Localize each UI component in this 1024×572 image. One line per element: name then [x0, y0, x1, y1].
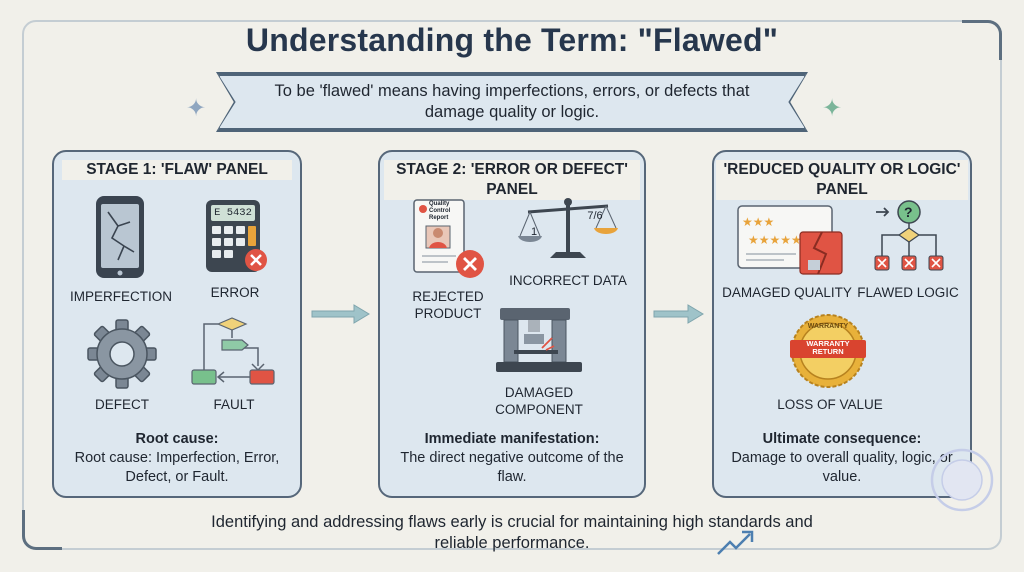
item-loss-of-value: LOSS OF VALUE: [777, 397, 883, 412]
seal-band-text: WARRANTY RETURN: [806, 339, 850, 356]
rejected-report-icon: [413, 199, 484, 278]
calculator-icon: [206, 200, 267, 272]
arrow-icon-2: [653, 304, 704, 324]
broken-phone-icon: [96, 196, 144, 278]
balance-scale-icon: [518, 198, 618, 258]
svg-text:?: ?: [904, 204, 913, 220]
item-flawed-logic: FLAWED LOGIC: [857, 285, 959, 300]
panel-2-title: STAGE 2: 'ERROR OR DEFECT'PANEL: [384, 160, 640, 200]
definition-ribbon: To be 'flawed' means having imperfection…: [218, 74, 806, 130]
gear-icon: [87, 319, 157, 389]
panel-2-summary-heading: Immediate manifestation:: [424, 431, 600, 447]
item-rejected-product: REJECTED PRODUCT: [412, 289, 484, 321]
svg-text:★★★: ★★★: [742, 215, 774, 229]
sparkle-icon-right: ✦: [822, 95, 843, 122]
damaged-quality-icon: ★★★ ★★★★★: [737, 205, 843, 275]
item-fault: FAULT: [213, 397, 255, 412]
item-error: ERROR: [210, 285, 260, 300]
fault-flowchart-icon: [191, 317, 275, 385]
frame-corner-bottom-left: [22, 510, 62, 550]
footer-text: Identifying and addressing flaws early i…: [211, 513, 813, 552]
panel-1-summary: Root cause: Root cause: Imperfection, Er…: [66, 430, 288, 487]
report-title-text: Quality Control Report: [429, 201, 451, 221]
panel-3-summary: Ultimate consequence: Damage to overall …: [720, 430, 964, 487]
scale-left-value: 1: [530, 226, 538, 238]
panel-2-summary: Immediate manifestation: The direct nega…: [390, 430, 634, 487]
warranty-seal-icon: [790, 314, 866, 388]
definition-text: To be 'flawed' means having imperfection…: [274, 82, 750, 121]
svg-text:★★★★★: ★★★★★: [748, 233, 802, 247]
panel-3-title: 'REDUCED QUALITY OR LOGIC'PANEL: [716, 160, 968, 200]
panel-3-summary-heading: Ultimate consequence:: [762, 431, 922, 447]
item-damaged-quality: DAMAGED QUALITY: [722, 285, 852, 300]
panel-1-title: STAGE 1: 'FLAW' PANEL: [62, 160, 292, 180]
panel-1-summary-text: Root cause: Imperfection, Error, Defect,…: [74, 450, 280, 485]
sparkle-icon-left: ✦: [186, 95, 207, 122]
panel-stage-1: [52, 150, 302, 498]
frame-corner-top-right: [962, 20, 1002, 60]
trend-arrow-icon: [717, 530, 754, 555]
flawed-logic-icon: ?: [874, 200, 944, 271]
arrow-icon-1: [311, 304, 370, 324]
item-incorrect-data: INCORRECT DATA: [509, 273, 627, 288]
decorative-circle-icon: [930, 448, 994, 512]
page-title: Understanding the Term: "Flawed": [245, 22, 779, 58]
panel-1-summary-heading: Root cause:: [135, 431, 219, 447]
panel-3-summary-text: Damage to overall quality, logic, or val…: [731, 450, 953, 485]
decorative-frame: [22, 20, 1002, 550]
item-imperfection: IMPERFECTION: [69, 289, 172, 304]
scale-right-value: 7/6: [587, 210, 603, 222]
damaged-component-icon: [496, 308, 582, 372]
item-damaged-component: DAMAGED COMPONENT: [495, 385, 583, 417]
panel-2-summary-text: The direct negative outcome of the flaw.: [400, 450, 624, 485]
calculator-display-text: E 5432: [214, 207, 252, 219]
item-defect: DEFECT: [95, 397, 149, 412]
seal-top-text: WARRANTY: [807, 323, 849, 330]
